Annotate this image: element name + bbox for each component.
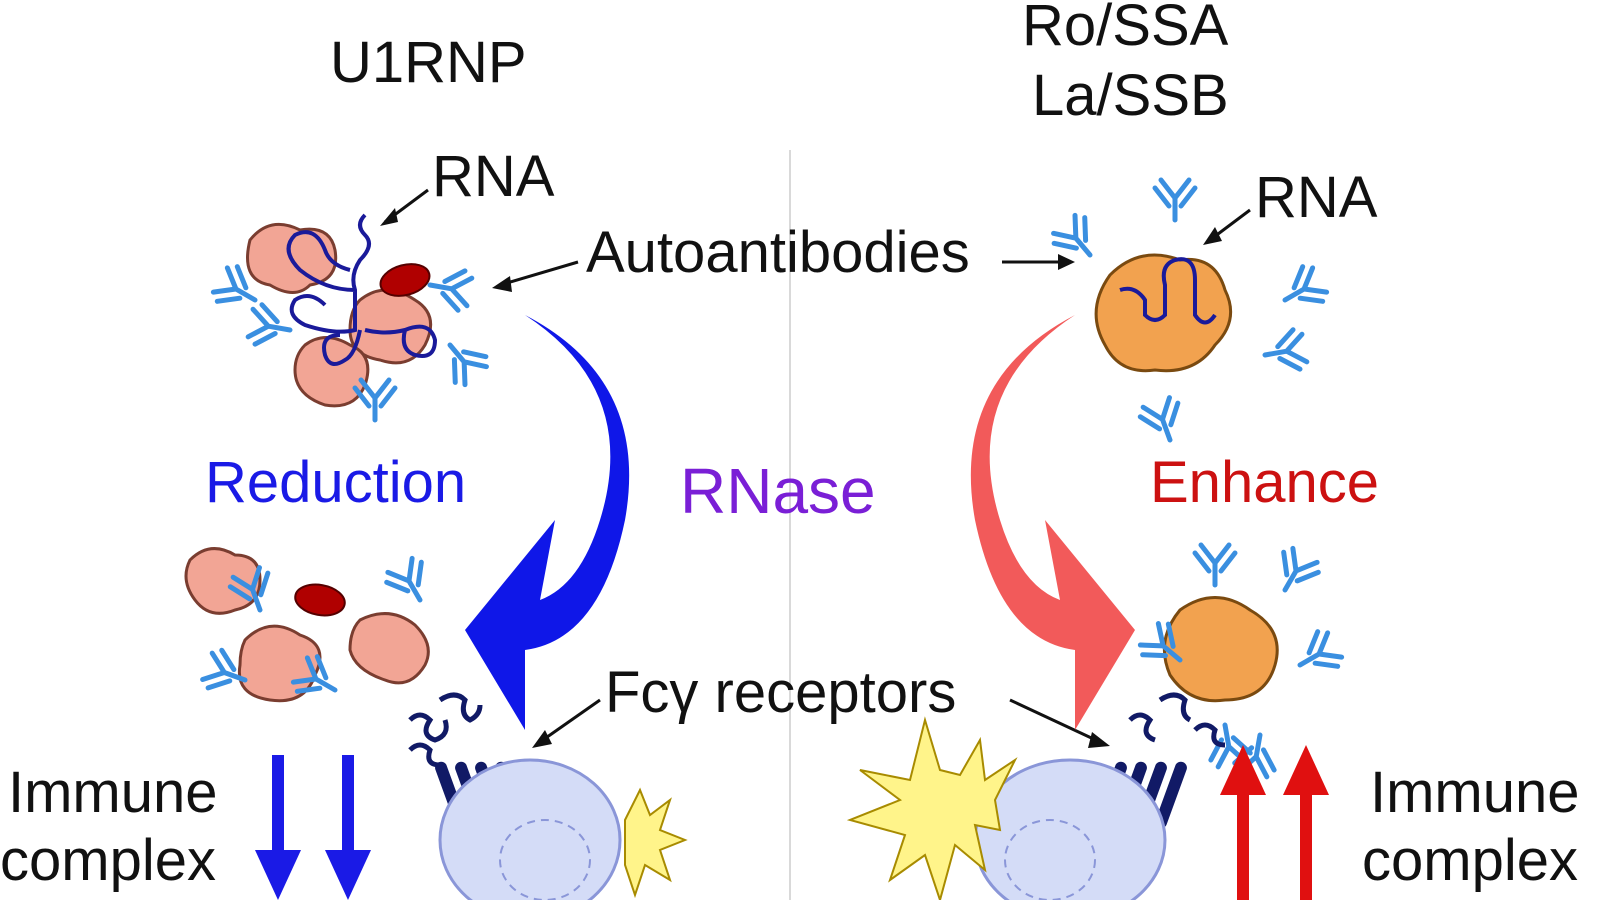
right-immune-cluster xyxy=(1137,545,1345,778)
left-cell-nucleus xyxy=(499,819,591,901)
protein-blob-icon xyxy=(348,612,430,685)
left-burst-icon xyxy=(624,787,688,899)
protein-blob-icon xyxy=(1162,596,1279,703)
arrowhead-icon xyxy=(1088,732,1110,748)
right-burst-icon xyxy=(846,716,1018,904)
autoantibodies-left-pointer xyxy=(499,260,579,287)
rna-strand-icon xyxy=(1119,257,1217,325)
rnase-label: RNase xyxy=(680,455,876,527)
arrow-up-icon xyxy=(1220,745,1329,900)
arrowhead-icon xyxy=(1203,227,1222,245)
u1rnp-header: U1RNP xyxy=(330,30,527,95)
rna-strand-icon xyxy=(286,213,438,366)
ro-complex xyxy=(1049,180,1330,447)
autoantibodies-label: Autoantibodies xyxy=(586,220,970,285)
protein-blob-icon xyxy=(184,547,262,615)
arrowhead-icon xyxy=(492,276,512,292)
right-cell-nucleus xyxy=(1004,819,1096,901)
left-immune-label-2: complex xyxy=(0,828,216,893)
arrowhead-icon xyxy=(380,208,398,226)
curved-arrow-icon xyxy=(465,315,630,730)
rna-strand-icon xyxy=(408,692,483,768)
right-immune-label-1: Immune xyxy=(1370,760,1580,825)
fc-receptors-label: Fcγ receptors xyxy=(605,660,956,725)
protein-dark-icon xyxy=(294,583,346,617)
protein-blob-icon xyxy=(348,288,433,365)
curved-arrow-icon xyxy=(970,315,1135,730)
right-immune-label-2: complex xyxy=(1362,828,1578,893)
arrowhead-icon xyxy=(1058,254,1075,270)
right-rna-label: RNA xyxy=(1255,165,1378,230)
rna-strand-icon xyxy=(1128,692,1226,748)
fc-left-pointer xyxy=(539,698,601,744)
arrow-down-icon xyxy=(255,755,371,900)
reduction-label: Reduction xyxy=(205,450,466,515)
ro-ssa-header: Ro/SSA xyxy=(1022,0,1229,58)
u1rnp-complex xyxy=(210,213,491,420)
dissociated-components xyxy=(184,547,437,708)
la-ssb-header: La/SSB xyxy=(1032,63,1229,128)
enhance-label: Enhance xyxy=(1150,450,1379,515)
arrowhead-icon xyxy=(532,730,552,748)
protein-dark-icon xyxy=(379,263,431,297)
left-rna-label: RNA xyxy=(432,144,555,209)
left-cell-icon xyxy=(438,758,622,905)
left-immune-label-1: Immune xyxy=(8,760,218,825)
fc-right-pointer xyxy=(1009,698,1101,744)
